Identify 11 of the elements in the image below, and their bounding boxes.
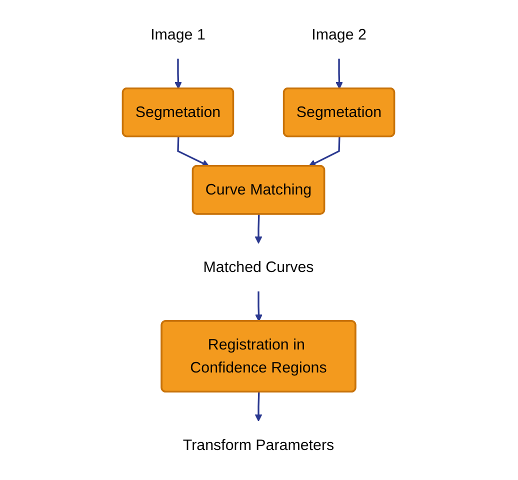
arrow	[255, 214, 263, 244]
node-text: Matched Curves	[204, 258, 314, 276]
arrow	[308, 136, 341, 167]
arrow	[175, 58, 182, 90]
node-text: Image 2	[312, 26, 367, 43]
arrow	[178, 136, 210, 167]
arrow	[336, 58, 344, 90]
arrow	[256, 291, 263, 322]
node-text: Transform Parameters	[183, 436, 335, 454]
arrow	[255, 392, 263, 422]
node-text: Image 1	[151, 26, 206, 43]
